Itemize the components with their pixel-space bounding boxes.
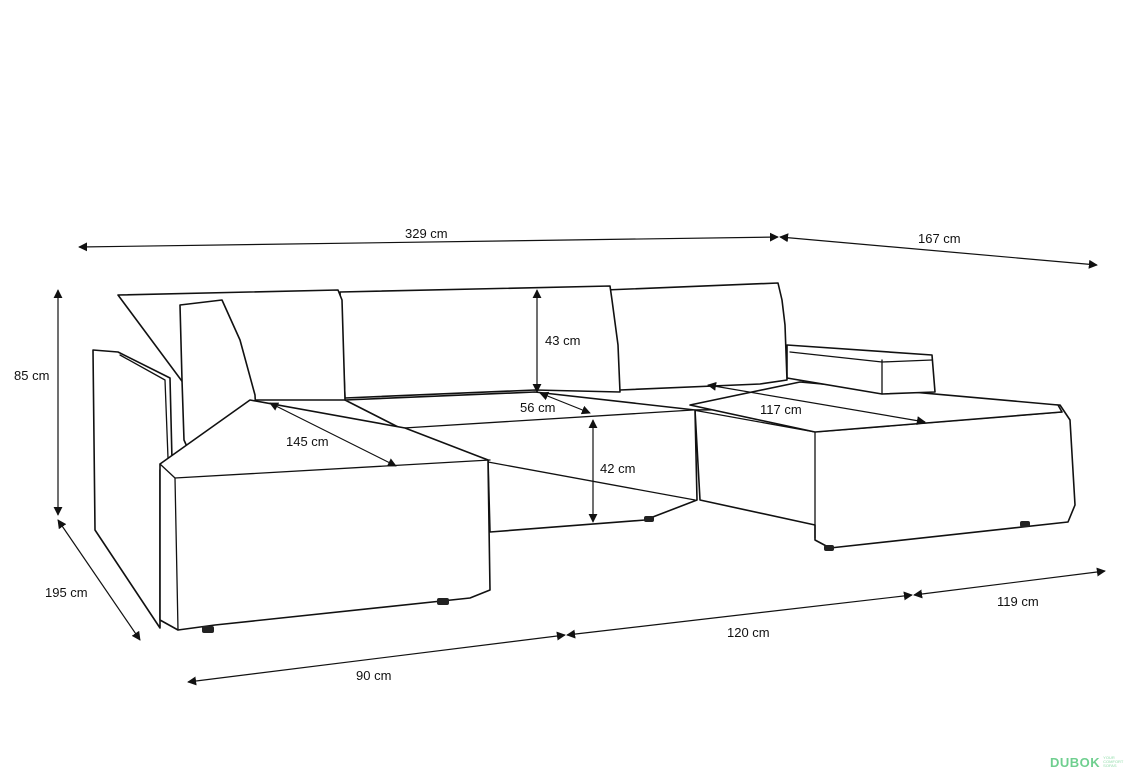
dimension-line-left-depth xyxy=(57,519,141,641)
right-chaise-base xyxy=(694,404,1076,549)
foot xyxy=(644,516,654,522)
logo-tagline: YOUR COMFORT SOFAS xyxy=(1103,755,1124,768)
label-seat-depth: 56 cm xyxy=(520,400,555,415)
foot xyxy=(824,545,834,551)
label-bottom-left: 90 cm xyxy=(356,668,391,683)
dimension-line-right-seat xyxy=(707,381,926,426)
dimension-line-bottom-middle xyxy=(566,591,913,639)
label-left-seat: 145 cm xyxy=(286,434,329,449)
label-seat-height: 42 cm xyxy=(600,461,635,476)
dimension-line-top-width xyxy=(78,232,779,252)
label-bottom-right: 119 cm xyxy=(997,594,1039,609)
label-left-depth: 195 cm xyxy=(45,585,88,600)
brand-logo: DUBOK YOUR COMFORT SOFAS xyxy=(1050,754,1125,770)
sofa-outline xyxy=(92,282,1076,633)
label-bottom-middle: 120 cm xyxy=(727,625,770,640)
label-top-depth: 167 cm xyxy=(918,231,961,246)
back-cushion-right xyxy=(604,282,788,391)
foot xyxy=(202,626,214,633)
dimension-labels: 329 cm 167 cm 85 cm 43 cm 56 cm 117 cm 1… xyxy=(14,226,1039,683)
label-right-seat: 117 cm xyxy=(760,402,802,417)
foot xyxy=(437,598,449,605)
foot xyxy=(1020,521,1030,527)
label-back-height: 43 cm xyxy=(545,333,580,348)
label-height: 85 cm xyxy=(14,368,49,383)
label-top-width: 329 cm xyxy=(405,226,448,241)
dimension-lines xyxy=(53,232,1106,686)
dimension-line-left-seat xyxy=(269,402,397,467)
logo-wordmark: DUBOK xyxy=(1050,754,1101,770)
dimension-line-top-depth xyxy=(779,233,1098,269)
dimension-line-seat-depth xyxy=(539,391,591,415)
dimension-line-bottom-right xyxy=(913,567,1106,599)
dimension-line-bottom-left xyxy=(187,631,566,686)
